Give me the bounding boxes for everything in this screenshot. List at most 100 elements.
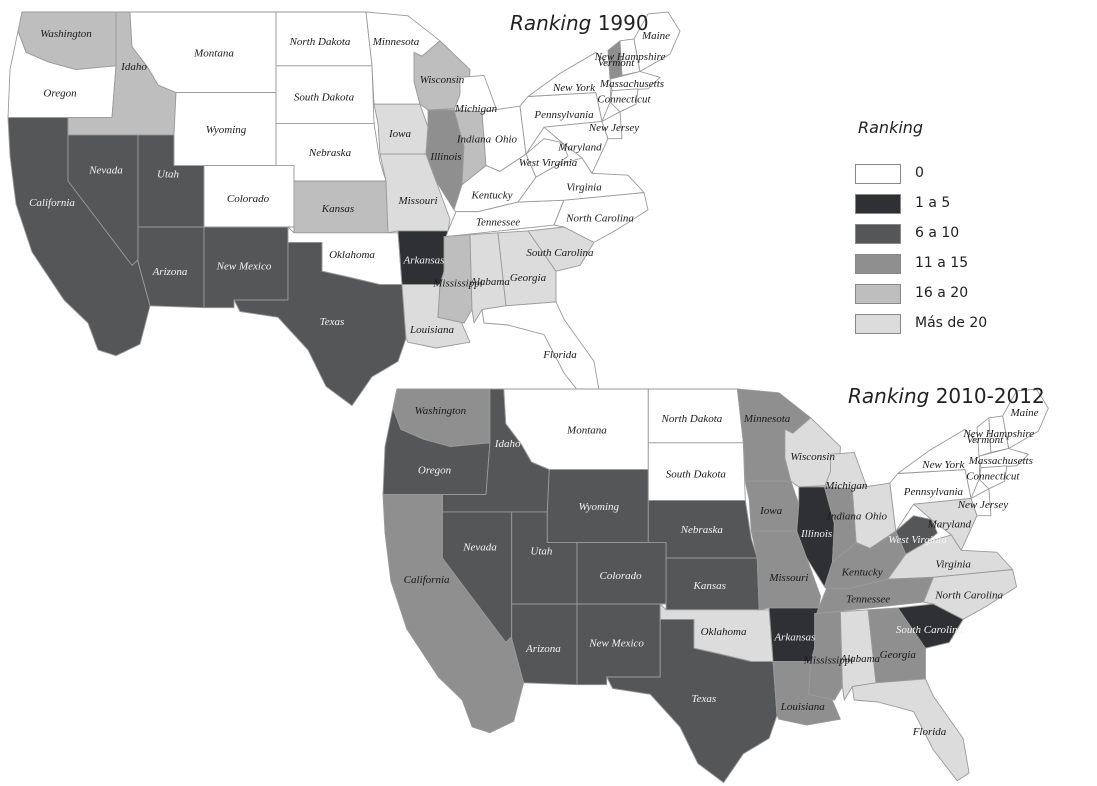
state-label-utah: Utah [530, 545, 553, 557]
state-label-california: California [29, 197, 75, 209]
state-label-mississippi: Mississippi [803, 655, 854, 667]
state-label-virginia: Virginia [935, 559, 971, 571]
state-label-virginia: Virginia [566, 182, 602, 194]
state-label-north-dakota: North Dakota [289, 36, 351, 48]
state-arizona [511, 603, 578, 686]
state-label-louisiana: Louisiana [780, 701, 826, 713]
state-label-new-mexico: New Mexico [588, 637, 644, 649]
state-label-maryland: Maryland [557, 141, 602, 153]
legend-swatch [855, 314, 901, 334]
state-label-oklahoma: Oklahoma [701, 626, 747, 638]
state-label-georgia: Georgia [510, 272, 547, 284]
state-georgia [867, 607, 926, 684]
state-label-tennessee: Tennessee [846, 593, 890, 605]
state-label-california: California [404, 574, 450, 586]
state-label-texas: Texas [320, 316, 345, 328]
state-massachusetts [978, 448, 1029, 469]
state-massachusetts [609, 71, 661, 92]
state-label-alabama: Alabama [839, 653, 880, 665]
state-label-colorado: Colorado [227, 193, 270, 205]
state-label-kentucky: Kentucky [841, 566, 883, 578]
legend-label: Más de 20 [915, 315, 988, 331]
state-label-north-carolina: North Carolina [934, 589, 1003, 601]
state-label-arkansas: Arkansas [403, 255, 445, 267]
legend-label: 0 [915, 165, 924, 181]
state-label-new-york: New York [552, 82, 596, 94]
legend-label: 6 a 10 [915, 225, 960, 241]
state-label-illinois: Illinois [429, 151, 461, 163]
state-florida [851, 678, 970, 782]
state-florida [481, 301, 601, 405]
state-label-kentucky: Kentucky [471, 189, 513, 201]
state-label-mississippi: Mississippi [432, 278, 483, 290]
state-new-jersey [970, 488, 992, 517]
state-label-washington: Washington [40, 28, 92, 40]
state-label-kansas: Kansas [692, 580, 725, 592]
legend-title: Ranking [858, 118, 924, 137]
map-title-2010: Ranking 2010-2012 [848, 384, 1045, 408]
state-label-georgia: Georgia [880, 649, 917, 661]
state-label-tennessee: Tennessee [476, 216, 520, 228]
legend-label: 1 a 5 [915, 195, 951, 211]
map-title-1990: Ranking 1990 [510, 11, 649, 35]
state-label-new-york: New York [921, 459, 965, 471]
state-label-south-carolina: South Carolina [526, 247, 594, 259]
state-arizona [137, 226, 205, 309]
state-label-utah: Utah [157, 168, 180, 180]
map-title-2010-suffix: 2010-2012 [935, 384, 1045, 408]
state-label-ohio: Ohio [495, 134, 518, 146]
state-label-oregon: Oregon [43, 88, 77, 100]
state-label-new-mexico: New Mexico [216, 260, 272, 272]
state-label-washington: Washington [415, 405, 467, 417]
state-label-florida: Florida [542, 349, 577, 361]
state-label-oregon: Oregon [418, 465, 452, 477]
state-texas [606, 618, 778, 784]
state-new-jersey [601, 111, 623, 140]
state-label-colorado: Colorado [600, 570, 643, 582]
state-label-nebraska: Nebraska [308, 147, 352, 159]
state-label-maine: Maine [641, 30, 670, 42]
state-label-idaho: Idaho [120, 61, 147, 73]
state-texas [233, 241, 407, 407]
state-label-connecticut: Connecticut [597, 93, 651, 105]
state-label-michigan: Michigan [454, 103, 498, 115]
state-label-iowa: Iowa [759, 505, 783, 517]
state-label-idaho: Idaho [494, 438, 521, 450]
state-label-new-jersey: New Jersey [957, 499, 1009, 511]
state-label-minnesota: Minnesota [743, 413, 791, 425]
state-label-texas: Texas [691, 693, 716, 705]
state-label-michigan: Michigan [824, 480, 868, 492]
state-label-south-dakota: South Dakota [666, 469, 727, 481]
map-title-1990-prefix: Ranking [510, 11, 592, 35]
state-label-new-hampshire: New Hampshire [594, 51, 666, 63]
legend-swatch [855, 164, 901, 184]
state-label-florida: Florida [912, 726, 947, 738]
state-label-west-virginia: West Virginia [888, 534, 947, 546]
state-west-virginia [525, 138, 569, 178]
legend-swatch [855, 254, 901, 274]
state-label-missouri: Missouri [768, 572, 808, 584]
state-label-missouri: Missouri [397, 195, 437, 207]
state-label-north-dakota: North Dakota [660, 413, 722, 425]
state-label-wisconsin: Wisconsin [790, 451, 835, 463]
state-label-louisiana: Louisiana [409, 324, 455, 336]
state-label-pennsylvania: Pennsylvania [533, 109, 594, 121]
state-west-virginia [895, 515, 938, 555]
legend-swatch [855, 224, 901, 244]
state-label-nevada: Nevada [88, 164, 123, 176]
state-label-arkansas: Arkansas [773, 632, 815, 644]
map-title-1990-suffix: 1990 [597, 11, 649, 35]
state-label-vermont: Vermont [598, 57, 636, 69]
state-label-indiana: Indiana [456, 134, 492, 146]
state-label-massachusetts: Massachusetts [968, 455, 1033, 467]
state-connecticut [609, 88, 639, 113]
state-south-carolina [527, 226, 595, 272]
state-label-illinois: Illinois [800, 528, 832, 540]
state-label-new-jersey: New Jersey [588, 122, 640, 134]
state-label-massachusetts: Massachusetts [599, 78, 664, 90]
state-label-arizona: Arizona [152, 266, 188, 278]
state-label-arizona: Arizona [525, 643, 561, 655]
